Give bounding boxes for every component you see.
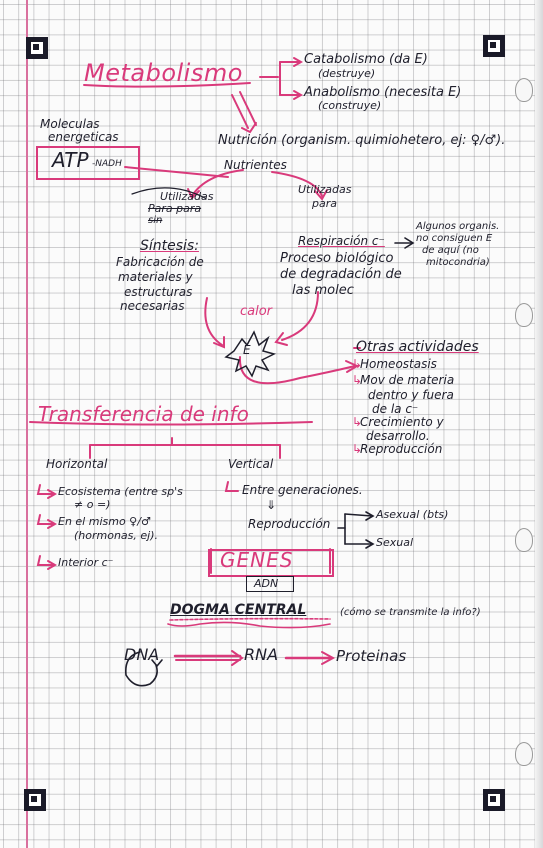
sexual-label: Sexual: [376, 536, 414, 549]
margin-line: [26, 0, 28, 848]
punch-hole: [515, 742, 533, 766]
horizontal-item: Ecosistema (entre sp's: [58, 485, 183, 498]
dogma-question: (cómo se transmite la info?): [340, 607, 481, 618]
otras-item: Reproducción: [360, 442, 443, 456]
otras-item: desarrollo.: [366, 429, 430, 443]
utilizadas-left-3: sin: [148, 215, 163, 226]
algunos-line: mitocondria): [426, 257, 490, 268]
bullet-arrow: ↳: [352, 357, 363, 371]
algunos-line: Algunos organis.: [416, 221, 500, 232]
otras-item: Homeostasis: [360, 357, 437, 371]
vertical-item: Entre generaciones.: [242, 483, 363, 497]
catabolismo-label: Catabolismo (da E): [304, 52, 428, 67]
calor-label: calor: [240, 304, 273, 319]
respiracion-line: las molec: [292, 283, 354, 298]
transferencia-title: Transferencia de info: [38, 402, 249, 426]
energy-heading-line1: Moleculas: [40, 117, 100, 131]
respiracion-title: Respiración c⁻: [298, 234, 385, 248]
otras-item: dentro y fuera: [368, 388, 454, 402]
punch-hole: [515, 303, 533, 327]
otras-item: Mov de materia: [360, 373, 455, 387]
horizontal-item: Interior c⁻: [58, 556, 114, 569]
corner-marker: [483, 35, 505, 57]
corner-marker: [483, 789, 505, 811]
metabolismo-title: Metabolismo: [84, 59, 243, 87]
nutrientes-label: Nutrientes: [224, 158, 287, 172]
anabolismo-label: Anabolismo (necesita E): [304, 85, 462, 100]
energy-heading-line2: energeticas: [48, 130, 119, 144]
otras-title: Otras actividades: [356, 339, 479, 355]
corner-marker: [26, 37, 48, 59]
atp-box: [36, 146, 140, 180]
otras-item: de la c⁻: [372, 402, 419, 416]
energy-symbol: E: [243, 343, 251, 357]
sintesis-line: materiales y: [118, 270, 193, 284]
horizontal-item: (hormonas, ej).: [74, 529, 159, 542]
down-arrow: ⇓: [266, 498, 277, 512]
adn-box: [246, 576, 294, 592]
algunos-line: no consiguen E: [416, 233, 493, 244]
dogma-title: DOGMA CENTRAL: [170, 602, 307, 618]
algunos-line: de aquí (no: [422, 245, 479, 256]
proteinas-label: Proteinas: [336, 647, 407, 665]
reproduccion-label: Reproducción: [248, 517, 331, 531]
corner-marker: [24, 789, 46, 811]
genes-label: GENES: [220, 548, 294, 572]
asexual-label: Asexual (bts): [376, 508, 449, 521]
horizontal-label: Horizontal: [46, 457, 108, 471]
utilizadas-right-1: Utilizadas: [298, 183, 352, 196]
nadh-label: -NADH: [92, 159, 122, 169]
punch-hole: [515, 78, 533, 102]
horizontal-item: En el mismo ♀/♂: [58, 515, 151, 528]
sintesis-line: necesarias: [120, 299, 185, 313]
utilizadas-right-2: para: [312, 197, 337, 210]
horizontal-item: ≠ o =): [74, 498, 111, 511]
anabolismo-note: (construye): [318, 99, 382, 112]
bullet-arrow: ↳: [352, 373, 363, 387]
vertical-label: Vertical: [228, 457, 274, 471]
adn-label: ADN: [254, 577, 279, 590]
rna-label: RNA: [244, 645, 279, 664]
punch-hole: [515, 528, 533, 552]
utilizadas-left-1: Utilizadas: [160, 190, 214, 203]
nutricion-label: Nutrición (organism. quimiohetero, ej: ♀…: [218, 133, 506, 148]
page-edge: [535, 0, 543, 848]
atp-label: ATP: [52, 148, 89, 172]
sintesis-title: Síntesis:: [140, 238, 199, 254]
sintesis-line: estructuras: [124, 285, 193, 299]
bullet-arrow: ↳: [352, 415, 363, 429]
dna-label: DNA: [124, 645, 160, 664]
otras-item: Crecimiento y: [360, 415, 444, 429]
respiracion-line: de degradación de: [280, 267, 402, 282]
catabolismo-note: (destruye): [318, 67, 376, 80]
respiracion-line: Proceso biológico: [280, 251, 394, 266]
sintesis-line: Fabricación de: [116, 255, 204, 269]
bullet-arrow: ↳: [352, 442, 363, 456]
utilizadas-left-2: Para para: [148, 202, 202, 215]
